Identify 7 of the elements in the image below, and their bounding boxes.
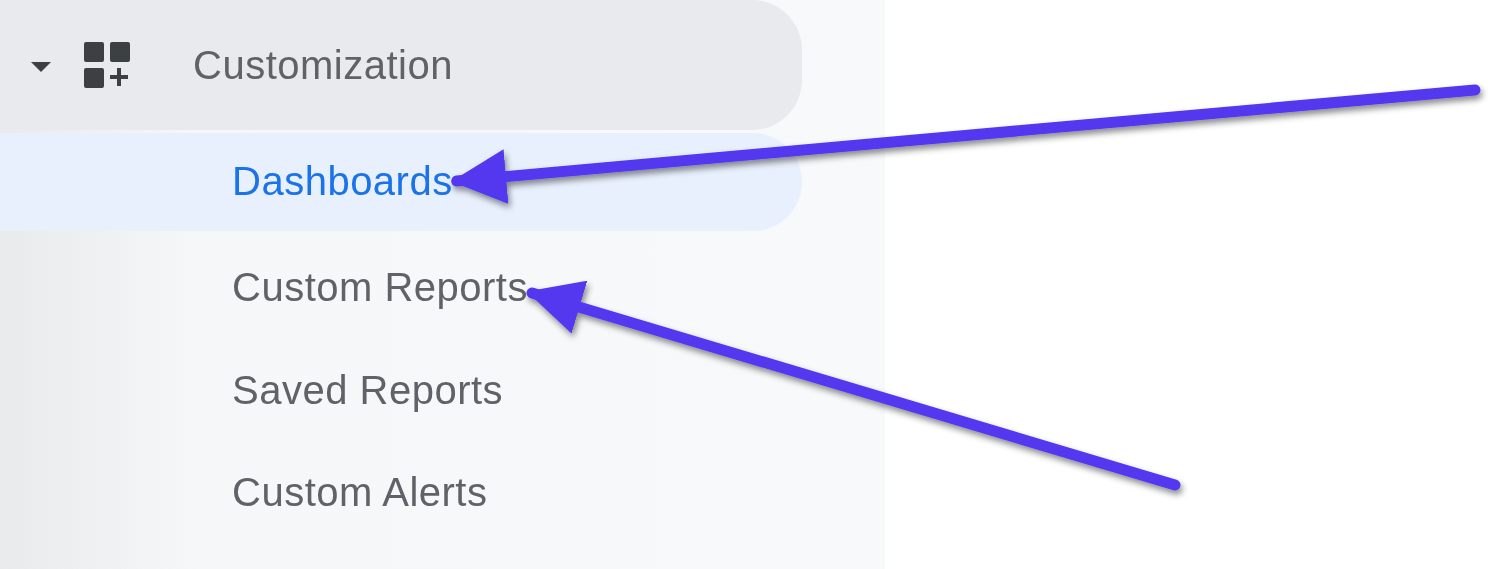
menu-item: Dashboards: [232, 157, 453, 205]
menu-item: Custom Alerts: [232, 468, 488, 516]
arrow: [451, 84, 1481, 204]
menu-item: Saved Reports: [232, 366, 504, 414]
menu-section-label: Customization: [193, 41, 453, 89]
menu-item: Custom Reports: [232, 263, 528, 311]
arrow: [526, 280, 1181, 491]
